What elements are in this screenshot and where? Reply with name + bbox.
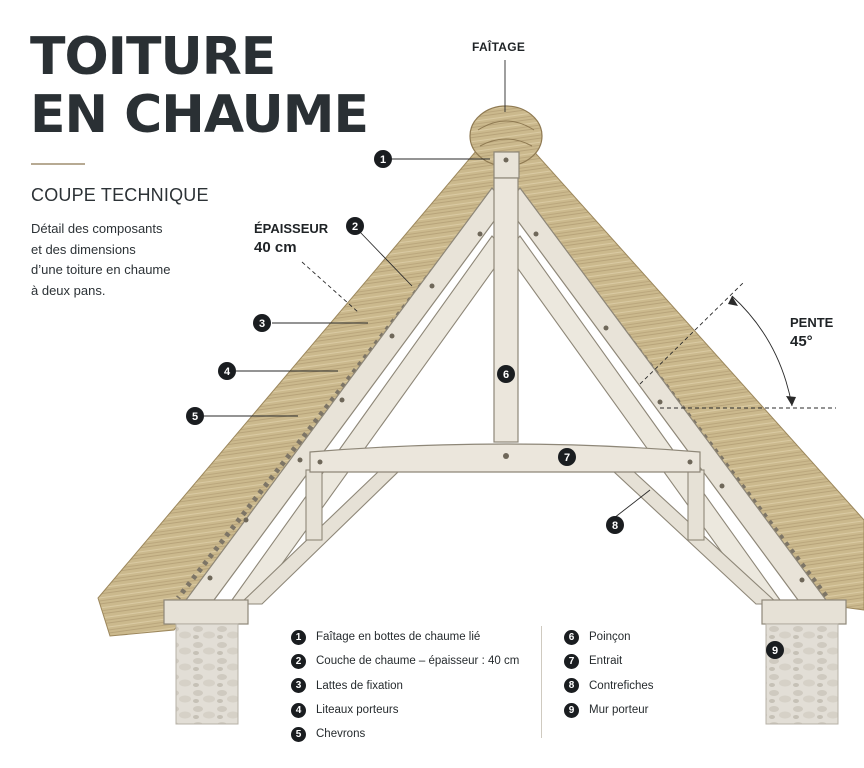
legend-number: 4	[291, 702, 306, 718]
legend-separator	[541, 626, 542, 738]
thickness-title: ÉPAISSEUR	[254, 221, 329, 236]
description: Détail des composants et des dimensions …	[31, 219, 231, 301]
legend-text: Mur porteur	[589, 704, 649, 717]
callout-7-label: 7	[564, 452, 570, 464]
legend-number: 7	[564, 653, 579, 669]
legend-text: Poinçon	[589, 631, 631, 644]
callout-9: 9	[766, 641, 784, 659]
thickness-value: 40 cm	[254, 239, 297, 256]
legend-number: 3	[291, 678, 306, 694]
bolts	[207, 231, 805, 583]
legend-left-column: 1 Faîtage en bottes de chaume lié 2 Couche…	[291, 625, 519, 746]
wall-plate-left	[163, 599, 249, 625]
rafter-right	[505, 187, 828, 601]
legend-item: 6 Poinçon	[564, 625, 654, 649]
legend-number: 8	[564, 678, 579, 694]
thatch-layer	[97, 105, 864, 637]
callout-5: 5	[186, 407, 204, 425]
legend-item: 2 Couche de chaume – épaisseur : 40 cm	[291, 649, 519, 673]
callout-1-label: 1	[380, 154, 386, 166]
callout-9-label: 9	[772, 645, 778, 657]
wall-left	[175, 623, 239, 725]
description-line: à deux pans.	[31, 282, 106, 298]
callout-8: 8	[606, 516, 624, 534]
page-title: TOITURE EN CHAUME	[30, 27, 369, 145]
callout-5-label: 5	[192, 411, 198, 423]
rafters	[184, 187, 828, 601]
callout-7: 7	[558, 448, 576, 466]
legend-item: 4 Liteaux porteurs	[291, 698, 519, 722]
title-divider	[31, 163, 85, 165]
callout-4: 4	[218, 362, 236, 380]
legend-item: 7 Entrait	[564, 649, 654, 673]
legend-text: Entrait	[589, 655, 623, 668]
callout-6: 6	[497, 365, 515, 383]
king-post	[493, 151, 520, 443]
description-line: et des dimensions	[31, 241, 136, 257]
callout-3: 3	[253, 314, 271, 332]
legend-item: 8 Contrefiches	[564, 674, 654, 698]
tie-beam	[309, 443, 701, 473]
annotation-lines	[204, 60, 836, 519]
legend-right-column: 6 Poinçon 7 Entrait 8 Contrefiches 9 Mur por…	[564, 625, 654, 722]
description-line: Détail des composants	[31, 221, 163, 236]
legend-number: 5	[291, 726, 306, 742]
callout-2: 2	[346, 217, 364, 235]
rafter-left	[184, 187, 507, 601]
legend-item: 1 Faîtage en bottes de chaume lié	[291, 625, 519, 649]
struts	[238, 469, 780, 605]
legend-item: 9 Mur porteur	[564, 698, 654, 722]
legend-number: 9	[564, 702, 579, 718]
callout-1: 1	[374, 150, 392, 168]
legend-text: Contrefiches	[589, 679, 654, 692]
legend-text: Couche de chaume – épaisseur : 40 cm	[316, 655, 520, 668]
legend-number: 2	[291, 653, 306, 669]
thickness-label: ÉPAISSEUR 40 cm	[254, 219, 328, 257]
slope-value: 45°	[790, 333, 813, 350]
subtitle: COUPE TECHNIQUE	[31, 185, 209, 205]
legend-text: Faîtage en bottes de chaume lié	[316, 631, 481, 644]
legend-number: 6	[564, 629, 579, 645]
legend-text: Chevrons	[316, 728, 366, 741]
faitage-label: FAÎTAGE	[472, 40, 526, 54]
callout-2-label: 2	[352, 221, 358, 233]
callout-3-label: 3	[259, 318, 265, 330]
legend-text: Lattes de fixation	[316, 679, 403, 692]
title-line-2: EN CHAUME	[30, 85, 369, 145]
description-line: d’une toiture en chaume	[31, 262, 171, 277]
legend-number: 1	[291, 629, 306, 645]
wall-right	[765, 623, 839, 725]
callout-4-label: 4	[224, 366, 231, 378]
legend-item: 3 Lattes de fixation	[291, 674, 519, 698]
callout-8-label: 8	[612, 520, 618, 532]
legend-text: Liteaux porteurs	[316, 704, 399, 717]
walls	[163, 599, 847, 725]
legend-item: 5 Chevrons	[291, 722, 519, 746]
callout-6-label: 6	[503, 369, 509, 381]
wall-plate-right	[761, 599, 847, 625]
slope-label: PENTE 45°	[790, 313, 833, 351]
title-line-1: TOITURE	[30, 27, 276, 87]
slope-title: PENTE	[790, 315, 834, 330]
